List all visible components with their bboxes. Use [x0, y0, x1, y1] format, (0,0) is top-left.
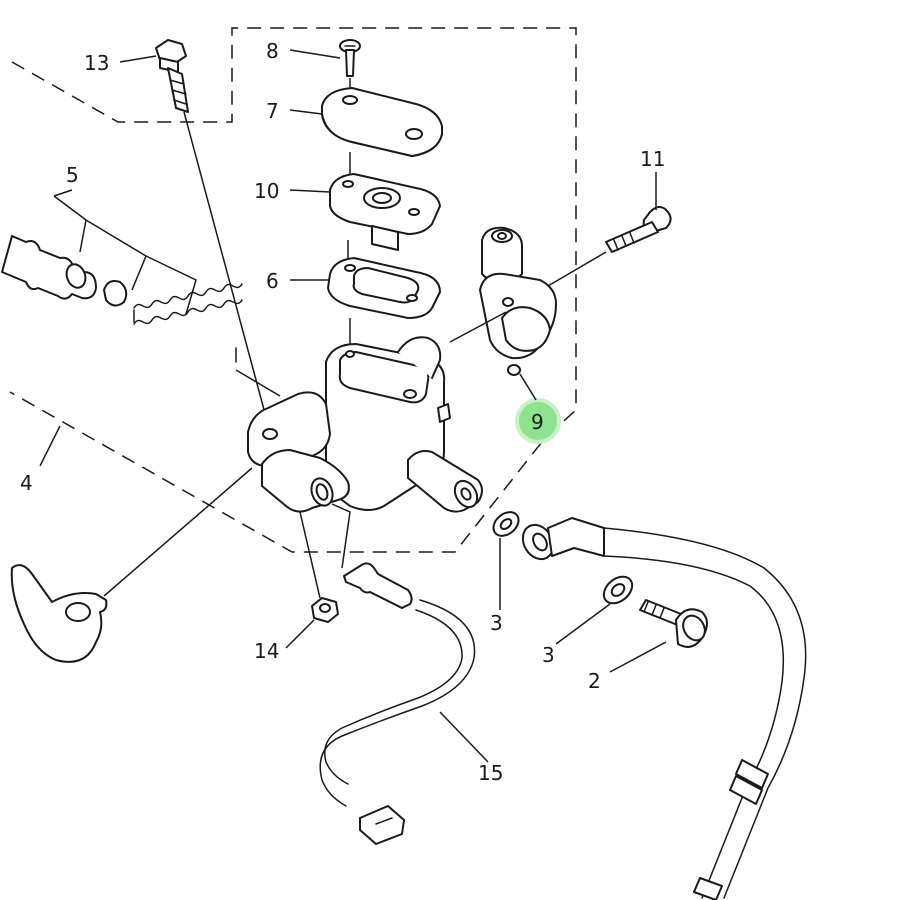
callout-7[interactable]: 7 — [266, 99, 279, 123]
screw-8 — [339, 39, 361, 77]
callout-3b[interactable]: 3 — [542, 643, 555, 667]
nut-14 — [311, 597, 339, 623]
callout-15[interactable]: 15 — [478, 761, 503, 785]
callout-14[interactable]: 14 — [254, 639, 279, 663]
brake-switch-15 — [319, 562, 476, 845]
callout-4[interactable]: 4 — [20, 471, 33, 495]
piston-kit-5 — [1, 235, 243, 363]
bolt-11 — [605, 206, 672, 253]
leader-5 — [53, 195, 87, 253]
callout-8[interactable]: 8 — [266, 39, 279, 63]
holder-clamp-9 — [479, 226, 557, 376]
washer-3a — [492, 511, 520, 537]
brake-hose — [521, 517, 807, 900]
axis-line — [299, 511, 321, 599]
callout-10[interactable]: 10 — [254, 179, 279, 203]
callouts: 13 8 7 10 6 11 5 9 4 3 3 2 14 15 — [20, 39, 665, 785]
leader-5 — [145, 255, 197, 315]
axis-line — [547, 251, 607, 287]
axis-line — [331, 503, 351, 569]
callout-2[interactable]: 2 — [588, 669, 601, 693]
axis-line — [235, 369, 281, 397]
callout-11[interactable]: 11 — [640, 147, 665, 171]
callout-9-highlight — [515, 398, 561, 444]
callout-9[interactable]: 9 — [531, 410, 544, 434]
callout-5[interactable]: 5 — [66, 163, 79, 187]
diaphragm-6 — [327, 257, 441, 319]
axis-line — [449, 311, 507, 343]
bolt-13 — [155, 39, 189, 113]
reservoir-cap-7 — [321, 87, 443, 157]
callout-6[interactable]: 6 — [266, 269, 279, 293]
leader-13-axis — [183, 111, 271, 433]
axis-line — [103, 467, 253, 597]
leader-lines — [39, 49, 667, 763]
callout-3a[interactable]: 3 — [490, 611, 503, 635]
master-cylinder-body — [247, 336, 483, 513]
diaphragm-plate-10 — [329, 173, 441, 251]
assembly-outline — [9, 27, 577, 553]
union-bolt-2 — [639, 599, 708, 648]
brake-lever-4 — [10, 564, 108, 663]
callout-13[interactable]: 13 — [84, 51, 109, 75]
washer-3b — [602, 575, 634, 605]
